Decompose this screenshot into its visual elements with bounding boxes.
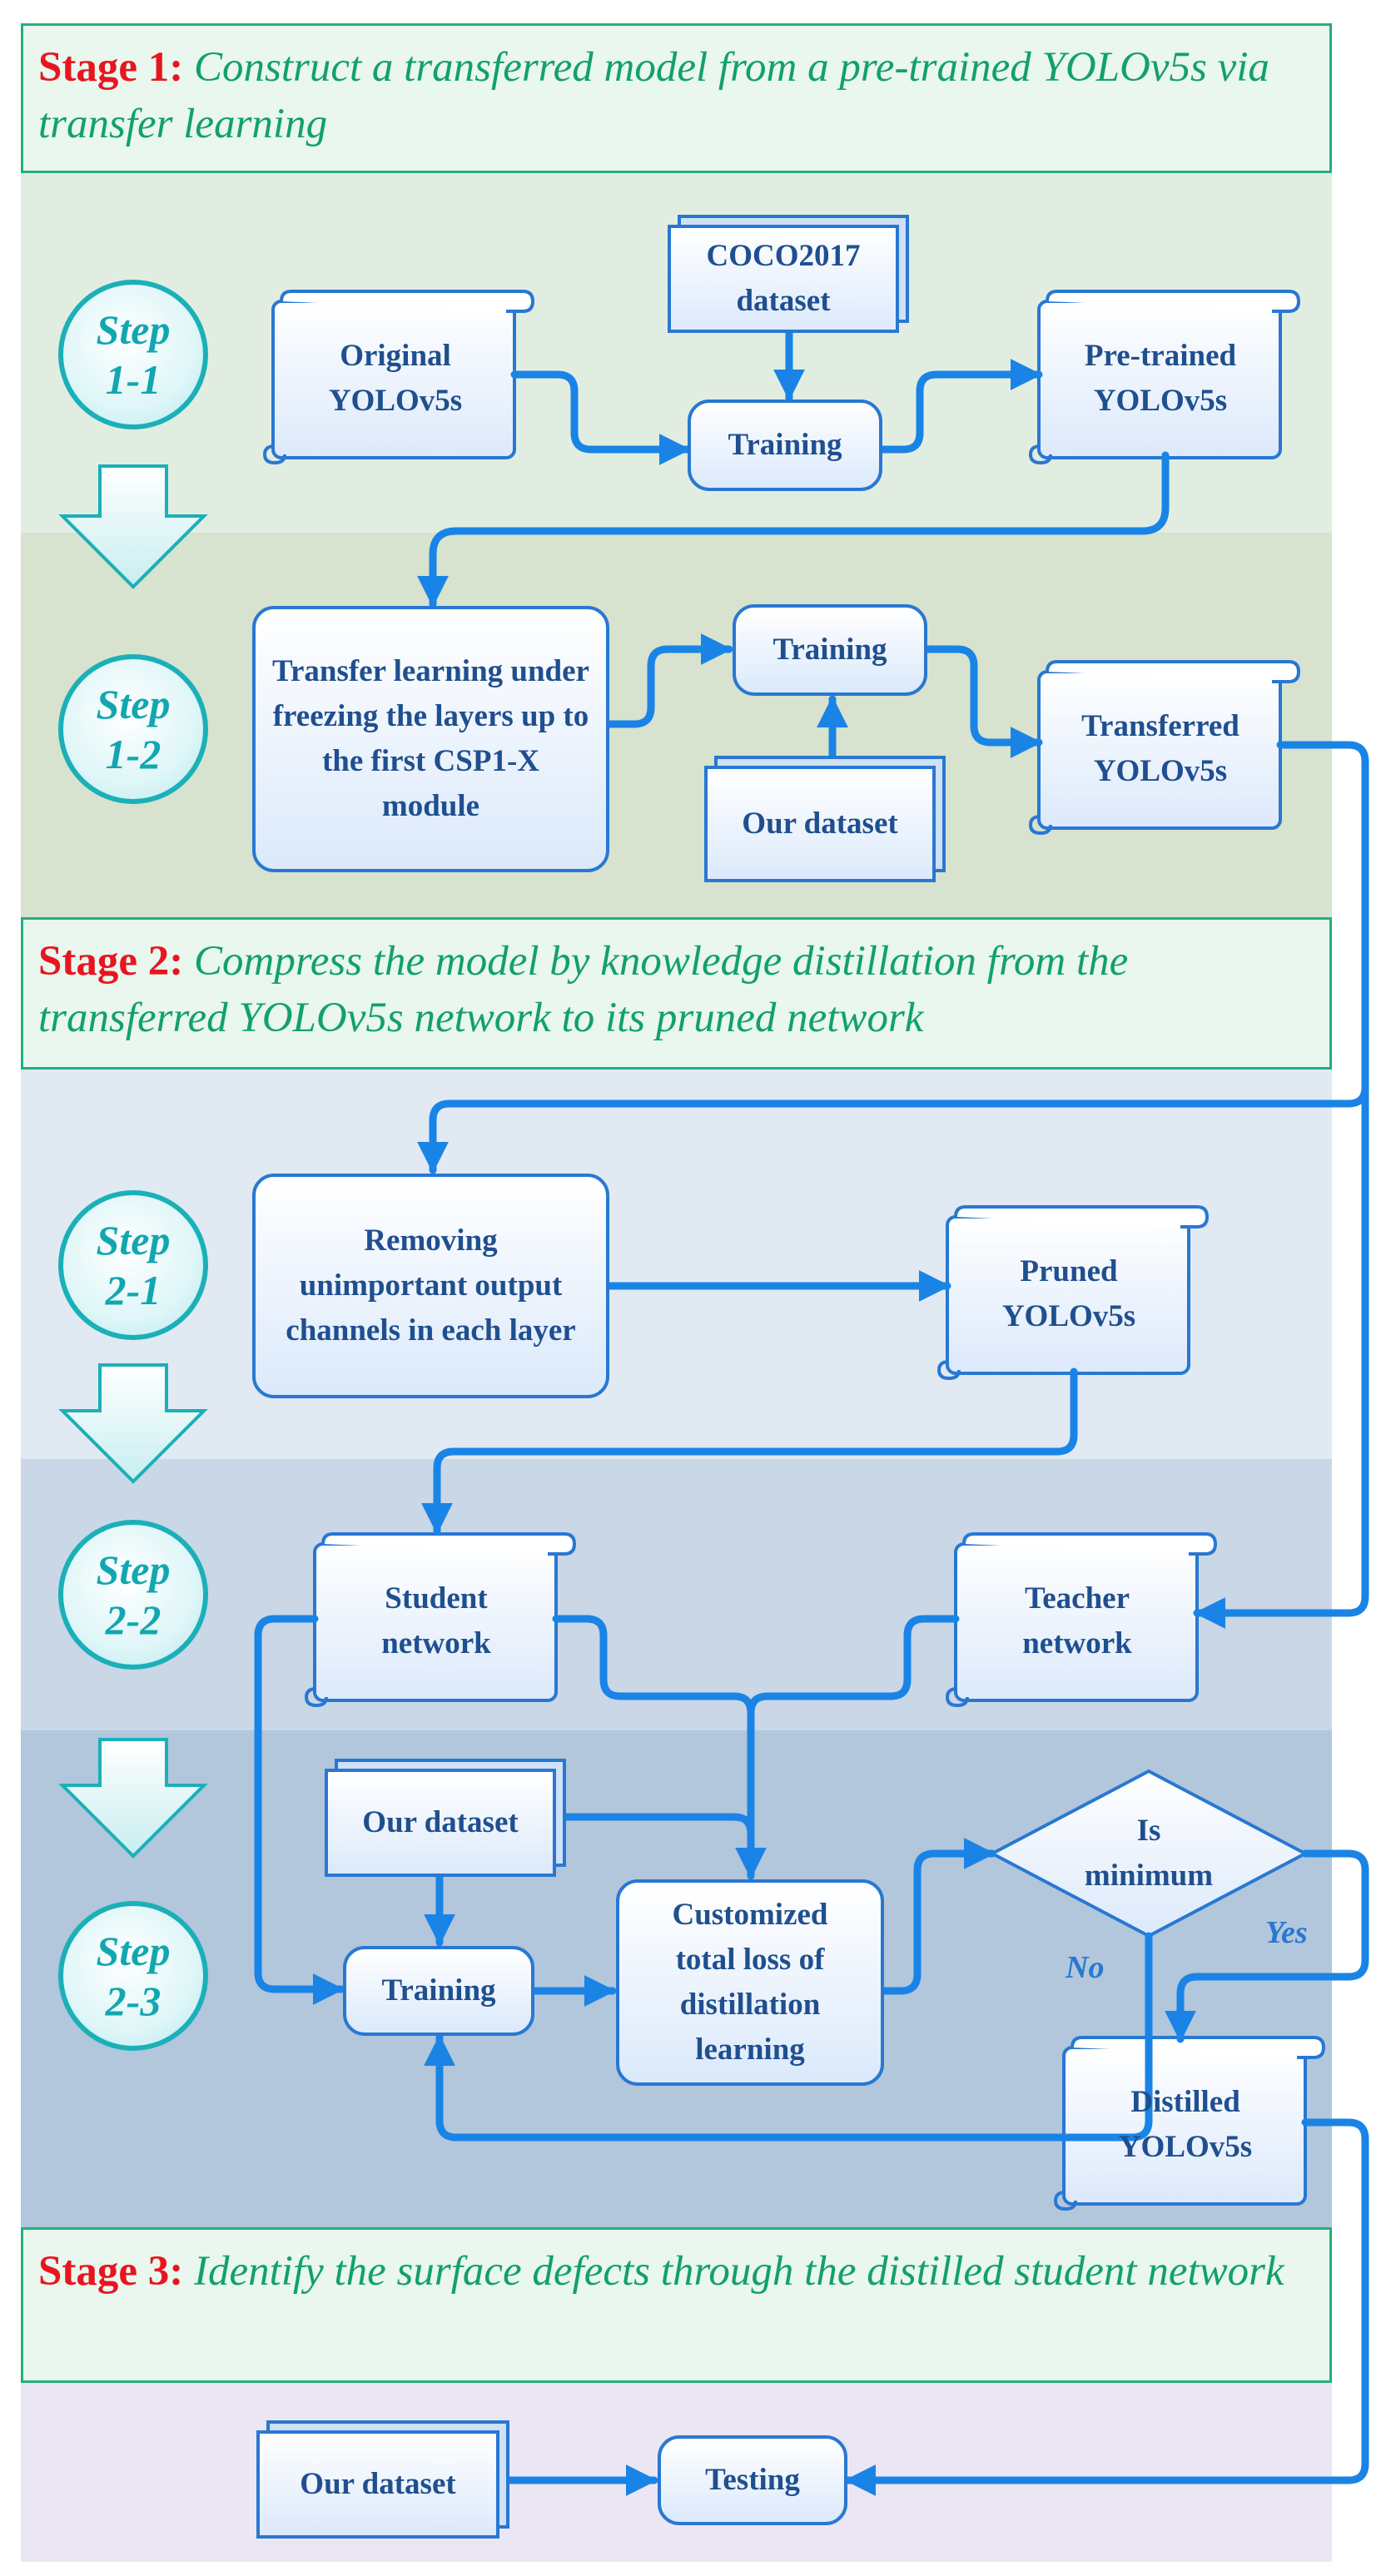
edge-transfer-to-training: [605, 633, 733, 728]
edge-training-to-transferred: [923, 645, 1043, 758]
edge-teacher-to-loss: [747, 1615, 960, 1717]
edge-student-to-training: [254, 1615, 345, 2005]
node-training-1: Training: [688, 400, 882, 491]
node-training-2: Training: [733, 604, 927, 696]
yes-label: Yes: [1265, 1915, 1308, 1950]
step-1-1-number: 1-1: [105, 356, 161, 403]
no-label: No: [1066, 1950, 1105, 1985]
step-2-3-number: 2-3: [105, 1978, 161, 2024]
node-coco2017-dataset: COCO2017 dataset: [668, 225, 899, 333]
node-our-dataset-1: Our dataset: [704, 766, 936, 882]
node-training-3: Training: [343, 1946, 534, 2036]
scroll-shape-transferred: [1028, 660, 1301, 836]
stage-3-text: Identify the surface defects through the…: [193, 2248, 1284, 2295]
edge-transferred-to-teacher: [1193, 1083, 1369, 1629]
stage-3-banner: Stage 3: Identify the surface defects th…: [21, 2227, 1332, 2383]
node-testing: Testing: [658, 2435, 847, 2525]
stage-3-label: Stage 3:: [38, 2248, 184, 2295]
node-student-network: Student network: [381, 1581, 491, 1660]
edge-pretrained-to-transfer: [417, 451, 1170, 608]
node-our-dataset-2: Our dataset: [325, 1769, 556, 1877]
down-arrow-icon-step-2-1: [58, 1363, 208, 1484]
node-distilled-yolov5s: Distilled YOLOv5s: [1118, 2085, 1253, 2164]
node-pruned-yolov5s: Pruned YOLOv5s: [1001, 1254, 1136, 1333]
down-arrow-icon-step-2-2: [58, 1738, 208, 1859]
stage-1-text: Construct a transferred model from a pre…: [38, 44, 1269, 147]
edge-decision-no-to-training: [424, 1932, 1153, 2142]
scroll-shape-student: [304, 1532, 577, 1708]
node-original-yolov5s: Original YOLOv5s: [328, 339, 463, 418]
step-2-3-word: Step: [96, 1928, 171, 1974]
edge-student-to-loss: [552, 1615, 767, 1880]
stage-1-banner: Stage 1: Construct a transferred model f…: [21, 23, 1332, 173]
node-transferred-yolov5s: Transferred YOLOv5s: [1081, 709, 1239, 788]
node-customized-loss: Customized total loss of distillation le…: [616, 1879, 884, 2086]
stage-1-label: Stage 1:: [38, 44, 184, 91]
edge-loss-to-decision: [880, 1838, 996, 1995]
scroll-shape-teacher: [945, 1532, 1218, 1708]
node-teacher-network: Teacher network: [1022, 1581, 1132, 1660]
edge-decision-yes-to-distilled: [1165, 1849, 1369, 2043]
step-2-2-number: 2-2: [105, 1596, 161, 1643]
node-removing-channels: Removing unimportant output channels in …: [252, 1174, 609, 1398]
step-1-2-number: 1-2: [105, 731, 161, 777]
step-2-1-word: Step: [96, 1217, 171, 1263]
edge-original-to-training: [510, 370, 692, 465]
scroll-shape-pretrained: [1028, 290, 1301, 465]
node-transfer-learning: Transfer learning under freezing the lay…: [252, 606, 609, 872]
stage-2-text: Compress the model by knowledge distilla…: [38, 938, 1129, 1041]
step-1-2-word: Step: [96, 681, 171, 727]
node-our-dataset-3: Our dataset: [256, 2430, 499, 2539]
stage-2-banner: Stage 2: Compress the model by knowledge…: [21, 917, 1332, 1070]
scroll-shape-distilled: [1053, 2036, 1326, 2211]
edge-distilled-to-testing: [843, 2118, 1369, 2496]
edge-transferred-to-removing: [417, 741, 1369, 1174]
scroll-shape-pruned: [936, 1205, 1210, 1381]
edge-pruned-to-student: [421, 1367, 1078, 1536]
edge-training-to-pretrained: [878, 359, 1043, 454]
step-2-2-word: Step: [96, 1546, 171, 1593]
node-pretrained-yolov5s: Pre-trained YOLOv5s: [1084, 339, 1237, 418]
stage-2-label: Stage 2:: [38, 938, 184, 985]
node-is-minimum: Is minimum: [1084, 1814, 1214, 1893]
scroll-shape-original: [262, 290, 535, 465]
edge-ourdata-to-loss: [560, 1813, 755, 1838]
down-arrow-icon-step-1: [58, 464, 208, 589]
step-2-1-number: 2-1: [105, 1267, 161, 1313]
step-1-1-word: Step: [96, 306, 171, 353]
